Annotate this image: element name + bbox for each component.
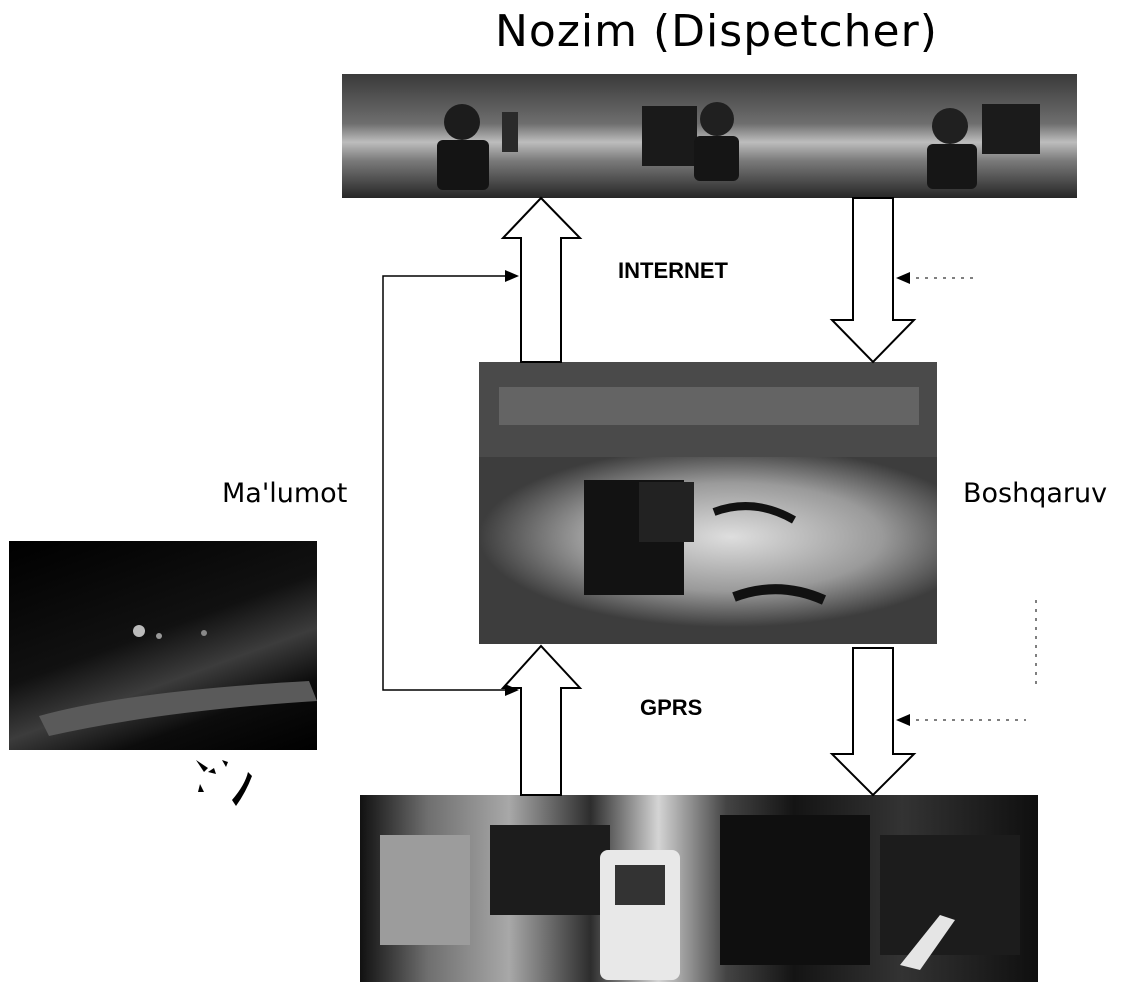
scatter-marks bbox=[196, 760, 252, 806]
gprs-label: GPRS bbox=[640, 695, 703, 720]
internet-uplink-arrow bbox=[500, 196, 583, 363]
data-flow-label: Ma'lumot bbox=[222, 478, 348, 509]
trucks-photo bbox=[360, 795, 1038, 982]
control-flow-label: Boshqaruv bbox=[963, 478, 1108, 509]
internet-downlink-arrow bbox=[829, 197, 917, 364]
mine-photo bbox=[9, 541, 317, 750]
dispatchers-photo bbox=[342, 74, 1077, 198]
control-flow-connector bbox=[907, 277, 1037, 721]
data-connector-arrowhead-bottom bbox=[505, 684, 519, 696]
internet-label: INTERNET bbox=[618, 258, 728, 283]
control-connector-arrowhead-bottom bbox=[896, 714, 910, 726]
data-flow-connector bbox=[382, 275, 517, 691]
control-connector-arrowhead-top bbox=[896, 272, 910, 284]
gprs-uplink-arrow bbox=[500, 644, 583, 796]
data-connector-arrowhead-top bbox=[505, 270, 519, 282]
server-photo bbox=[479, 362, 937, 644]
diagram-title: Nozim (Dispetcher) bbox=[495, 6, 938, 57]
gprs-downlink-arrow bbox=[829, 647, 917, 797]
